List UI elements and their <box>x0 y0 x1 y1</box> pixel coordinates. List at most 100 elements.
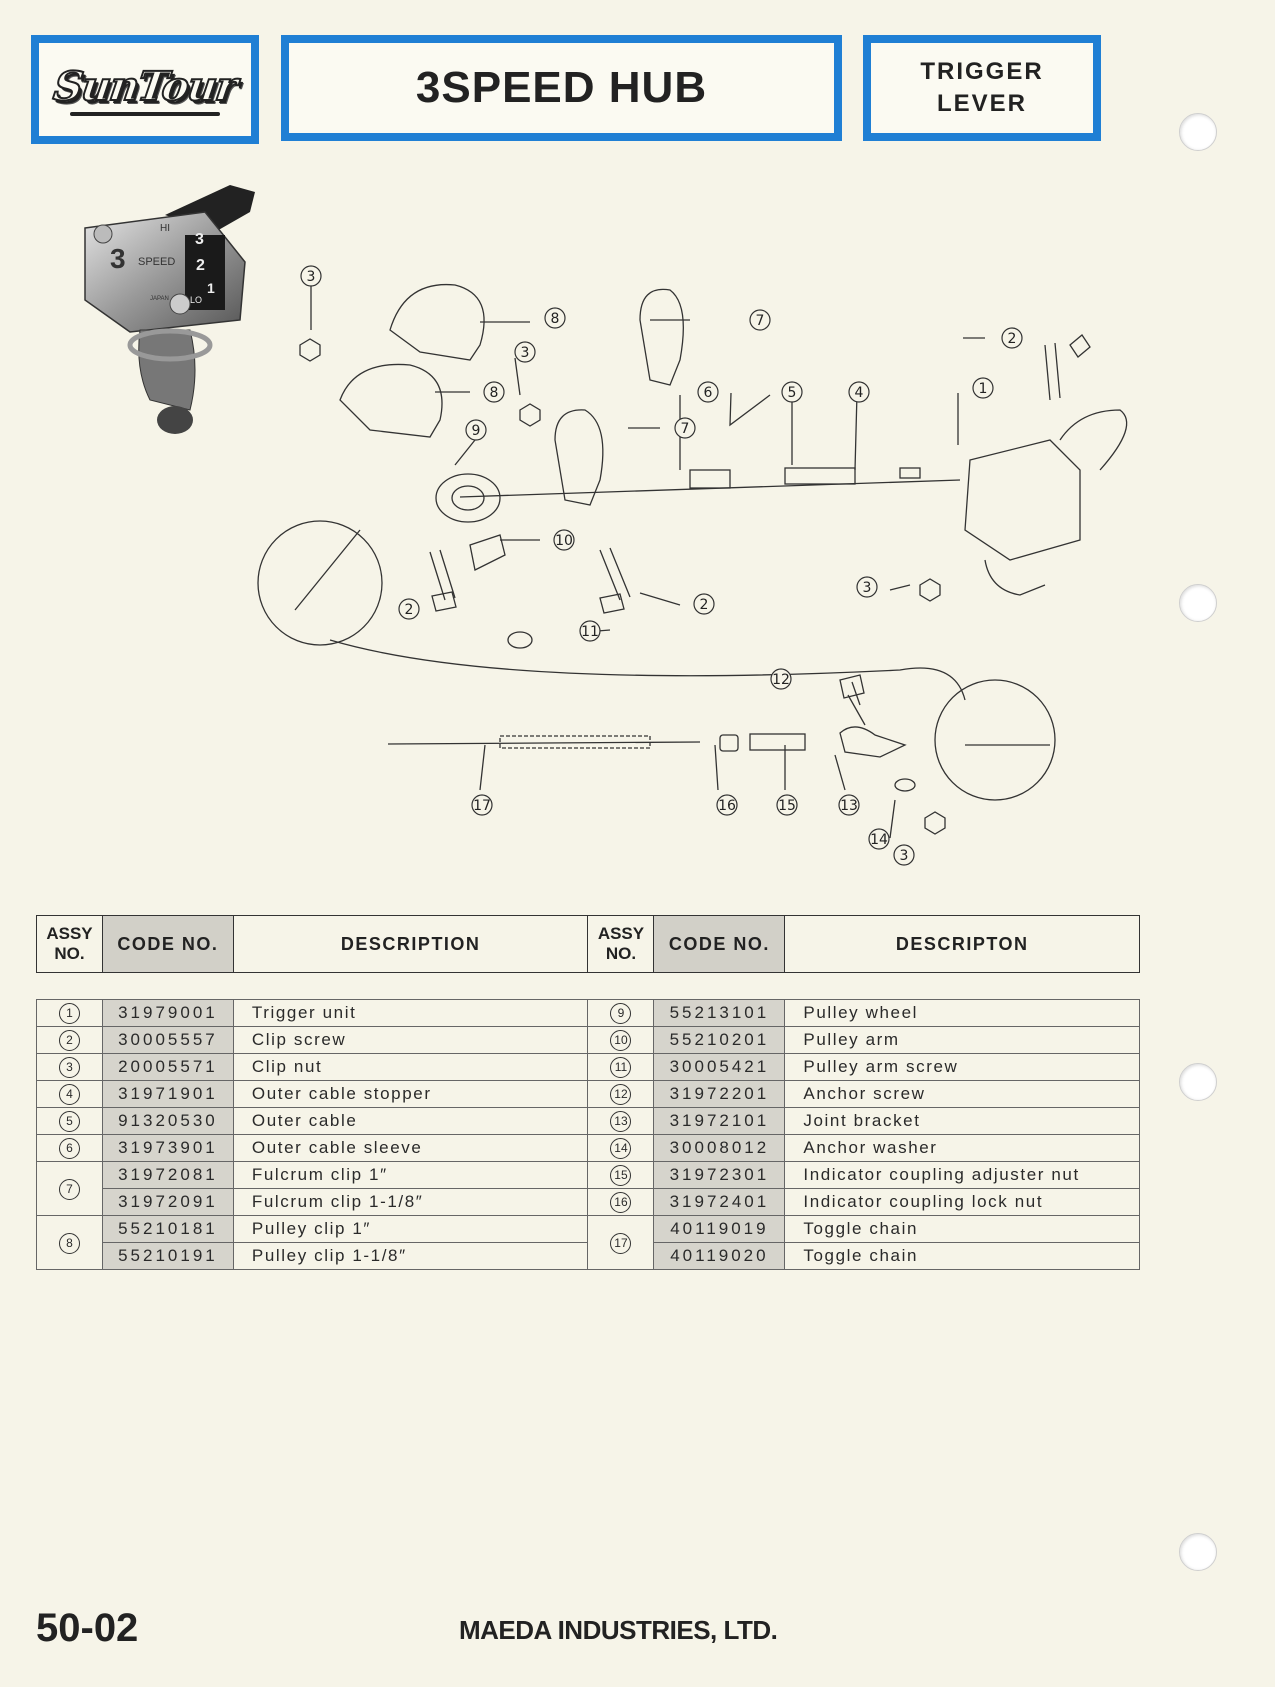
svg-text:5: 5 <box>788 385 797 401</box>
photo-lo-label: LO <box>190 295 202 305</box>
assy-no-cell: 1 <box>36 999 103 1027</box>
code-no-cell: 40119019 <box>653 1215 786 1243</box>
assy-no-cell: 5 <box>36 1107 103 1135</box>
svg-text:16: 16 <box>718 798 736 814</box>
code-no-cell: 30005557 <box>101 1026 234 1054</box>
assy-no-cell: 2 <box>36 1026 103 1054</box>
svg-text:9: 9 <box>472 423 481 439</box>
assy-no-cell: 6 <box>36 1134 103 1162</box>
assy-no-cell: 7 <box>36 1161 103 1216</box>
description-cell: Pulley clip 1″ <box>232 1215 589 1243</box>
assy-no-cell: 17 <box>587 1215 655 1270</box>
assy-number: 10 <box>610 1030 632 1051</box>
svg-text:3: 3 <box>307 269 316 285</box>
svg-text:11: 11 <box>581 624 599 640</box>
code-no-cell: 31972301 <box>653 1161 786 1189</box>
assy-no-cell: 12 <box>587 1080 655 1108</box>
code-no-cell: 55213101 <box>653 999 786 1027</box>
assy-number: 6 <box>58 1138 80 1159</box>
description-cell: Toggle chain <box>784 1215 1140 1243</box>
description-cell: Outer cable <box>232 1107 589 1135</box>
code-no-header: CODE NO. <box>101 915 234 973</box>
assy-number: 7 <box>58 1178 80 1200</box>
description-cell: Clip screw <box>232 1026 589 1054</box>
assy-number: 12 <box>610 1084 632 1105</box>
description-cell: Fulcrum clip 1-1/8″ <box>232 1188 589 1216</box>
code-no-header: CODE NO. <box>653 915 786 973</box>
logo-underline <box>70 112 220 116</box>
photo-big-3: 3 <box>110 243 126 274</box>
description-cell: Trigger unit <box>232 999 589 1027</box>
callout-c4: 4 <box>848 381 870 403</box>
svg-text:15: 15 <box>778 798 796 814</box>
page-number: 50-02 <box>36 1606 139 1650</box>
code-no-cell: 31979001 <box>101 999 234 1027</box>
brand-logo-box: SunTour <box>31 35 259 144</box>
code-no-cell: 31972081 <box>101 1161 234 1189</box>
callout-c17: 17 <box>471 794 493 816</box>
description-cell: Pulley wheel <box>784 999 1140 1027</box>
description-header: DESCRIPTION <box>232 915 589 973</box>
description-cell: Indicator coupling lock nut <box>784 1188 1140 1216</box>
callout-c11: 11 <box>579 620 601 642</box>
callout-c6: 6 <box>697 381 719 403</box>
description-cell: Anchor screw <box>784 1080 1140 1108</box>
trigger-lever-photo: 3 SPEED HI 3 2 1 LO JAPAN <box>84 185 255 434</box>
svg-text:3: 3 <box>900 848 909 864</box>
svg-text:1: 1 <box>979 381 988 397</box>
assy-number: 2 <box>58 1030 80 1051</box>
description-header: DESCRIPTON <box>784 915 1140 973</box>
photo-japan-label: JAPAN <box>150 296 169 302</box>
assy-no-cell: 13 <box>587 1107 655 1135</box>
callout-c13: 13 <box>838 794 860 816</box>
description-cell: Clip nut <box>232 1053 589 1081</box>
description-cell: Outer cable stopper <box>232 1080 589 1108</box>
subtitle-box: TRIGGER LEVER <box>863 35 1101 141</box>
callout-c16: 16 <box>716 794 738 816</box>
svg-text:12: 12 <box>772 672 790 688</box>
photo-gear-1: 1 <box>207 280 215 296</box>
svg-text:2: 2 <box>700 597 709 613</box>
subtitle-line-1: TRIGGER <box>920 57 1044 85</box>
callout-c7a: 7 <box>749 309 771 331</box>
callout-c12: 12 <box>770 668 792 690</box>
callout-c3b: 3 <box>514 341 536 363</box>
assy-number: 17 <box>610 1232 632 1254</box>
assy-no-cell: 10 <box>587 1026 655 1054</box>
description-cell: Pulley clip 1-1/8″ <box>232 1242 589 1270</box>
callout-c14: 14 <box>868 828 890 850</box>
binder-hole <box>1179 113 1217 151</box>
description-cell: Indicator coupling adjuster nut <box>784 1161 1140 1189</box>
binder-hole <box>1179 1063 1217 1101</box>
subtitle-line-2: LEVER <box>936 90 1027 117</box>
svg-text:2: 2 <box>405 602 414 618</box>
svg-text:3: 3 <box>863 580 872 596</box>
photo-speed-label: SPEED <box>138 256 175 268</box>
svg-text:14: 14 <box>870 832 888 848</box>
parts-line-art <box>257 283 1128 839</box>
callout-c3a: 3 <box>300 265 322 287</box>
assy-number: 5 <box>58 1111 80 1132</box>
code-no-cell: 31972201 <box>653 1080 786 1108</box>
assy-number: 11 <box>610 1057 632 1078</box>
photo-gear-3: 3 <box>195 231 204 248</box>
svg-text:17: 17 <box>473 798 491 814</box>
photo-hi-label: HI <box>160 223 170 234</box>
code-no-cell: 55210181 <box>101 1215 234 1243</box>
svg-text:8: 8 <box>551 311 560 327</box>
assy-number: 14 <box>610 1138 632 1159</box>
assy-number: 8 <box>58 1232 80 1254</box>
svg-text:7: 7 <box>756 313 765 329</box>
callout-c2b: 2 <box>398 598 420 620</box>
code-no-cell: 91320530 <box>101 1107 234 1135</box>
svg-text:4: 4 <box>855 385 864 401</box>
